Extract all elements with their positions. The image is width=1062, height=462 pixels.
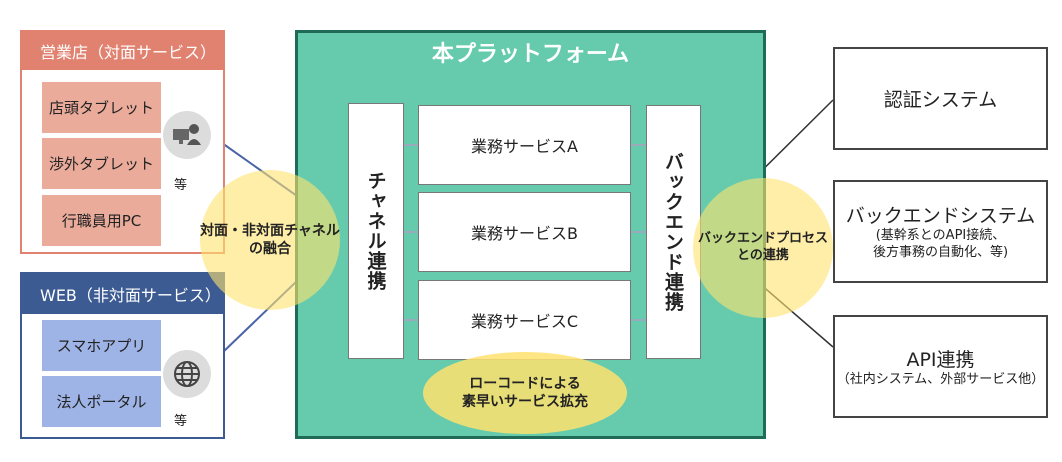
backend-system-title: バックエンドシステム	[845, 205, 1036, 228]
branch-item: 渉外タブレット	[42, 138, 161, 189]
web-item: 法人ポータル	[42, 376, 161, 427]
branch-title: 営業店（対面サービス）	[22, 32, 223, 70]
api-integration-title: API連携	[906, 348, 975, 371]
fusion-line1: 対面・非対面チャネル	[200, 222, 340, 239]
auth-system-title: 認証システム	[883, 89, 998, 111]
branch-item: 店頭タブレット	[42, 82, 161, 133]
backend-system: バックエンドシステム (基幹系とのAPI接続、 後方事務の自動化、等)	[833, 180, 1048, 283]
auth-system: 認証システム	[833, 47, 1048, 150]
fusion-highlight: 対面・非対面チャネルの融合	[200, 170, 340, 310]
backend-system-sub: (基幹系とのAPI接続、	[875, 228, 1006, 244]
pc-user-icon	[163, 111, 211, 159]
backend-process-highlight: バックエンドプロセスとの連携	[693, 178, 833, 318]
channel-integration: チャネル連携	[348, 103, 404, 359]
fusion-line2: の融合	[249, 241, 291, 257]
backend-integration: バックエンド連携	[646, 105, 701, 359]
platform-title: 本プラットフォーム	[431, 42, 630, 67]
service-b: 業務サービスB	[418, 192, 631, 272]
backend-process-line1: バックエンドプロセス	[697, 231, 828, 247]
etc-label: 等	[174, 414, 188, 429]
backend-process-line2: との連携	[737, 248, 789, 263]
branch-item: 行職員用PC	[42, 195, 161, 246]
globe-icon	[163, 350, 211, 398]
service-a: 業務サービスA	[418, 105, 631, 185]
branch-group: 営業店（対面サービス） 店頭タブレット 渉外タブレット 行職員用PC 等	[20, 30, 225, 254]
api-integration: API連携 （社内システム、外部サービス他）	[833, 315, 1048, 418]
web-item: スマホアプリ	[42, 320, 161, 371]
backend-system-sub: 後方事務の自動化、等)	[872, 245, 1009, 260]
lowcode-line2: 素早いサービス拡充	[462, 394, 588, 410]
api-integration-sub: （社内システム、外部サービス他）	[836, 371, 1045, 387]
web-title: WEB（非対面サービス）	[22, 274, 223, 314]
web-group: WEB（非対面サービス） スマホアプリ 法人ポータル 等	[20, 272, 225, 439]
lowcode-line1: ローコードによる	[469, 375, 581, 392]
etc-label: 等	[174, 178, 188, 193]
lowcode-highlight: ローコードによる素早いサービス拡充	[423, 352, 627, 434]
